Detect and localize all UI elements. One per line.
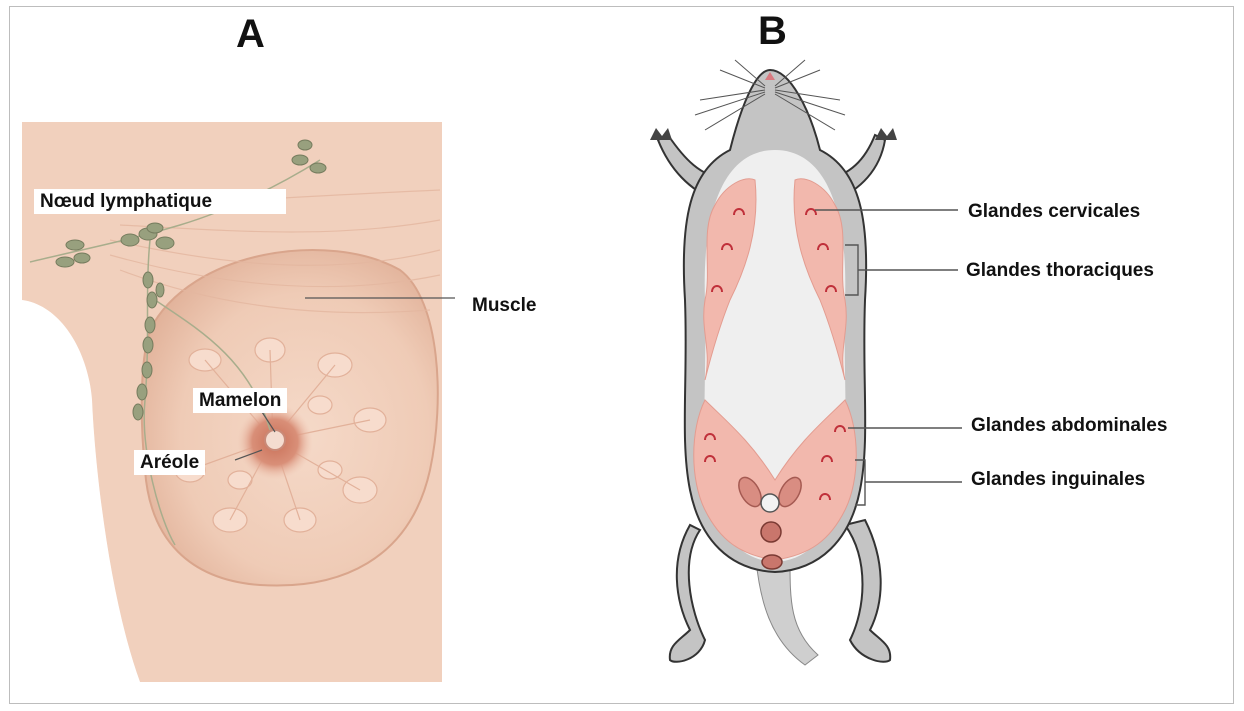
thoracic-glands-label: Glandes thoraciques xyxy=(966,261,1154,280)
muscle-label: Muscle xyxy=(472,296,536,315)
lymph-node-label: Nœud lymphatique xyxy=(34,189,286,214)
cervical-glands-label: Glandes cervicales xyxy=(968,202,1140,221)
abdominal-glands-label: Glandes abdominales xyxy=(971,416,1167,435)
nipple-label: Mamelon xyxy=(193,388,287,413)
areola-label: Aréole xyxy=(134,450,205,475)
panel-b-letter: B xyxy=(758,11,787,51)
panel-a-letter: A xyxy=(236,14,265,54)
inguinal-glands-label: Glandes inguinales xyxy=(971,470,1145,489)
mouse-illustration xyxy=(650,60,962,665)
